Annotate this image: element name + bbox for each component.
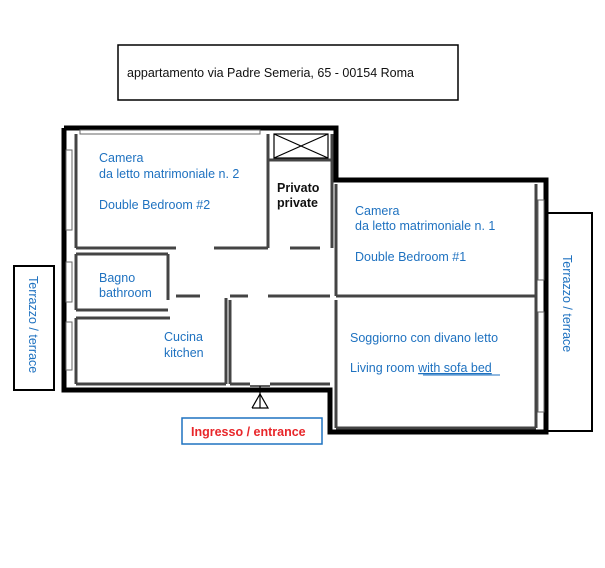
entrance-label: Ingresso / entrance <box>191 425 306 439</box>
bathroom-label-2: bathroom <box>99 286 152 300</box>
bedroom1-label-2: da letto matrimoniale n. 1 <box>355 219 495 233</box>
inner-walls <box>74 134 538 430</box>
address-text: appartamento via Padre Semeria, 65 - 001… <box>127 66 414 80</box>
entrance-door <box>250 385 270 409</box>
living-label-1: Soggiorno con divano letto <box>350 331 498 345</box>
living-label-2b: with sofa bed <box>417 361 492 375</box>
outer-walls <box>61 125 549 435</box>
bedroom1-label-3: Double Bedroom #1 <box>355 250 466 264</box>
closet <box>273 133 329 159</box>
kitchen-label-1: Cucina <box>164 330 203 344</box>
address-box <box>117 44 459 101</box>
private-label-1: Privato <box>277 181 320 195</box>
entrance-box <box>181 417 323 445</box>
terrace-right <box>545 212 593 432</box>
living-label-2a: Living room <box>350 361 418 375</box>
terrace-right-label: Terrazzo / terrace <box>560 255 574 352</box>
bedroom2-label-1: Camera <box>99 151 144 165</box>
terrace-left <box>13 265 55 391</box>
bedroom2-label-2: da letto matrimoniale n. 2 <box>99 167 239 181</box>
bedroom2-label-3: Double Bedroom #2 <box>99 198 210 212</box>
kitchen-label-2: kitchen <box>164 346 204 360</box>
living-label-2: Living room with sofa bed <box>350 361 492 375</box>
bedroom1-label-1: Camera <box>355 204 400 218</box>
private-label-2: private <box>277 196 318 210</box>
bathroom-label-1: Bagno <box>99 271 135 285</box>
terrace-left-label: Terrazzo / terrace <box>26 276 40 373</box>
windows <box>65 129 545 413</box>
